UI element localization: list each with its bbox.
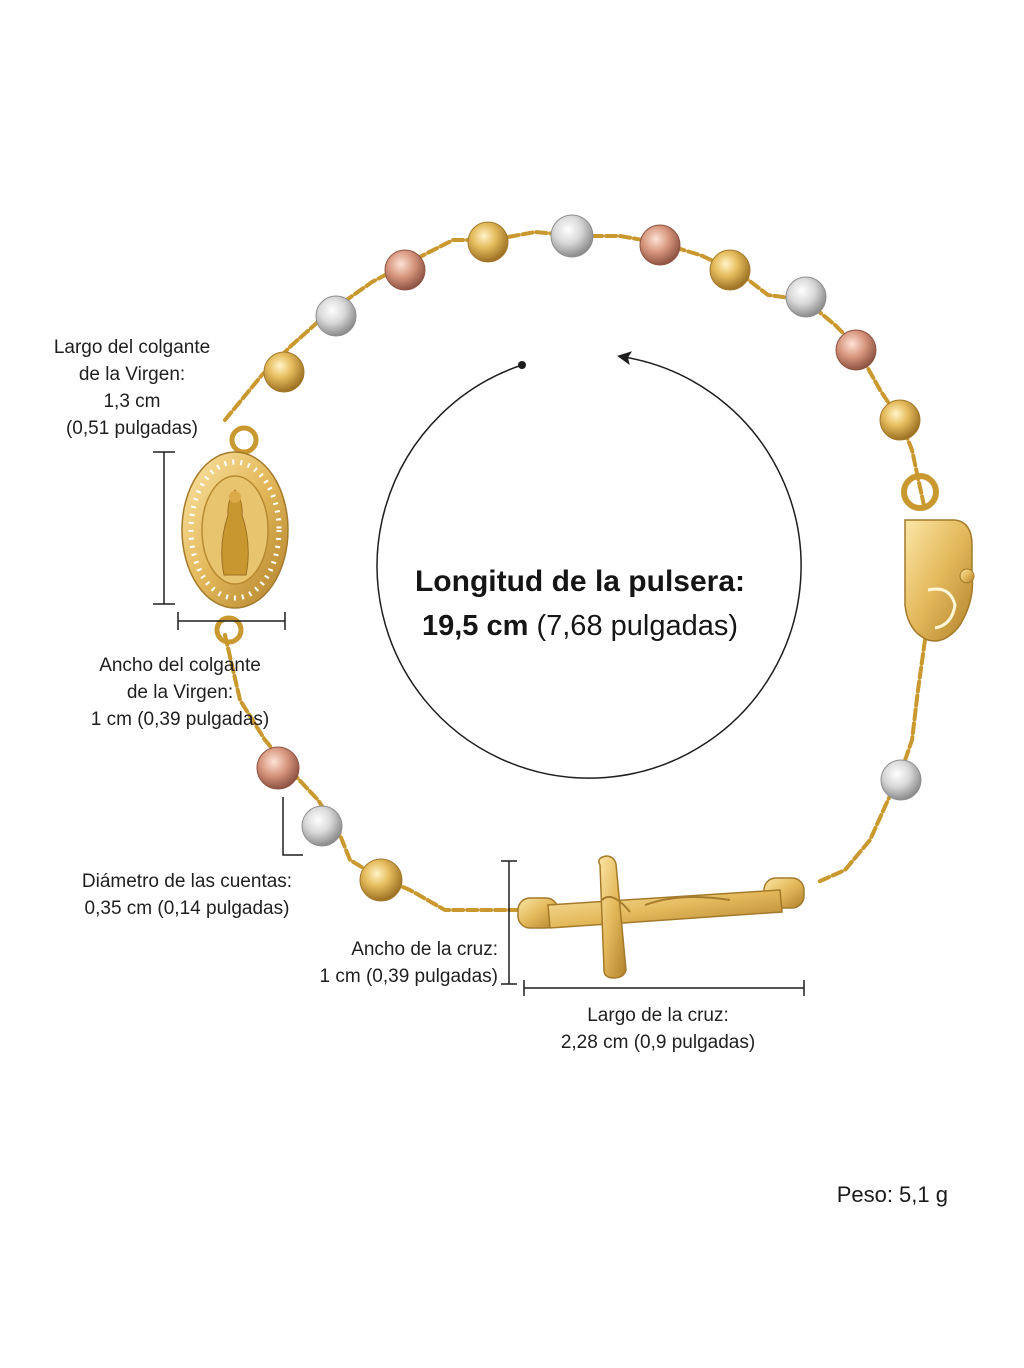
virgin-width-line1: Ancho del colgante xyxy=(99,655,261,676)
bracelet-length-in: (7,68 pulgadas) xyxy=(536,610,738,642)
virgin-length-label: Largo del colgante de la Virgen: 1,3 cm … xyxy=(27,334,237,442)
bead-diameter-dimension xyxy=(282,797,303,856)
cross-length-label: Largo de la cruz: 2,28 cm (0,9 pulgadas) xyxy=(540,1002,776,1056)
bracelet-length-value: 19,5 cm (7,68 pulgadas) xyxy=(380,604,780,648)
bead-gold-4 xyxy=(879,399,921,441)
bead-gold-1 xyxy=(263,351,305,393)
virgin-length-line3: 1,3 cm xyxy=(103,391,161,412)
bead-silver-5 xyxy=(301,805,343,847)
virgin-length-line4: (0,51 pulgadas) xyxy=(65,418,199,439)
virgin-width-dimension xyxy=(177,612,286,630)
bead-silver-4 xyxy=(880,759,922,801)
virgin-length-line1: Largo del colgante xyxy=(53,337,211,358)
cross-length-line2: 2,28 cm (0,9 pulgadas) xyxy=(560,1032,756,1053)
virgin-width-line3: 1 cm (0,39 pulgadas) xyxy=(90,709,270,730)
cross-width-label: Ancho de la cruz: 1 cm (0,39 pulgadas) xyxy=(280,936,499,990)
bracelet-length-title: Longitud de la pulsera: xyxy=(414,565,745,598)
bead-diameter-line2: 0,35 cm (0,14 pulgadas) xyxy=(84,898,290,919)
lobster-clasp xyxy=(901,473,975,642)
cross-length-dimension xyxy=(523,980,805,996)
bracelet-length-label: Longitud de la pulsera: 19,5 cm (7,68 pu… xyxy=(380,560,780,648)
bead-rose-3 xyxy=(835,329,877,371)
bead-silver-2 xyxy=(550,214,594,258)
cross-width-line1: Ancho de la cruz: xyxy=(351,939,498,960)
bead-diameter-line1: Diámetro de las cuentas: xyxy=(81,871,293,892)
virgin-pendant xyxy=(181,425,289,645)
bead-gold-3 xyxy=(709,249,751,291)
bracelet-chain-lower-left xyxy=(223,633,522,912)
bead-rose-1 xyxy=(384,249,426,291)
bead-silver-1 xyxy=(315,295,357,337)
virgin-width-label: Ancho del colgante de la Virgen: 1 cm (0… xyxy=(70,652,290,733)
virgin-width-line2: de la Virgen: xyxy=(126,682,234,703)
virgin-length-dimension xyxy=(153,451,175,605)
weight-label: Peso: 5,1 g xyxy=(836,1182,948,1207)
cross-length-line1: Largo de la cruz: xyxy=(587,1005,729,1026)
bracelet-length-cm: 19,5 cm xyxy=(421,610,529,642)
bracelet-length-arrow xyxy=(376,351,802,779)
bead-diameter-label: Diámetro de las cuentas: 0,35 cm (0,14 p… xyxy=(52,868,322,922)
arrow-start-dot xyxy=(518,361,526,369)
bead-rose-4 xyxy=(256,746,300,790)
bracelet-chain-lower-right xyxy=(816,638,927,884)
bead-silver-3 xyxy=(785,276,827,318)
bracelet-chain xyxy=(223,229,927,512)
bead-rose-2 xyxy=(639,224,681,266)
cross-width-line2: 1 cm (0,39 pulgadas) xyxy=(319,966,499,987)
sideways-cross xyxy=(517,855,805,979)
bead-gold-2 xyxy=(467,221,509,263)
cross-width-dimension xyxy=(501,860,517,985)
virgin-length-line2: de la Virgen: xyxy=(78,364,186,385)
bead-gold-5 xyxy=(359,858,403,902)
